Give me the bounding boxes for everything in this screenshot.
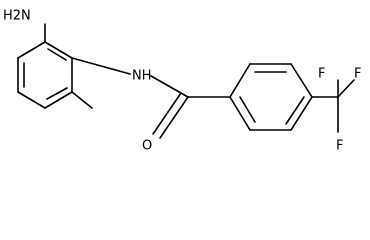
bond-right-ring-f (229, 96, 251, 131)
bond-left-ring-to-nh (71, 57, 131, 75)
bond-cf3-f-top-right (337, 79, 355, 98)
bond-right-ring-a (229, 63, 251, 98)
bond-ring-d (44, 91, 73, 109)
structure-diagram: H2N NH O F F F (3, 9, 361, 154)
bond-methyl (71, 91, 93, 109)
right-benzene-ring (229, 63, 313, 131)
structure-svg: H2N NH O F F F (3, 9, 361, 154)
bond-right-ring-c (290, 63, 313, 98)
bond-ring-inner-b (46, 87, 68, 100)
atom-label-fluorine-top-left: F (318, 67, 325, 82)
bond-right-ring-inner-b (285, 96, 305, 125)
bond-nh-to-carbonyl-carbon (150, 75, 189, 98)
bond-right-ring-inner-c (239, 96, 256, 123)
bond-ring-a (17, 41, 46, 59)
bond-right-ring-d (290, 96, 313, 131)
atom-label-amide-nh: NH (132, 69, 152, 84)
atom-label-carbonyl-oxygen: O (142, 139, 152, 154)
bond-ring-inner-c (47, 48, 67, 61)
bond-carbonyl-inner (152, 92, 182, 135)
left-benzene-ring (17, 41, 73, 109)
bond-ring-f (44, 41, 73, 59)
atom-label-fluorine-bottom: F (336, 139, 343, 154)
bond-carbonyl-outer (159, 96, 189, 139)
bond-ring-c (17, 91, 46, 109)
atom-label-fluorine-top-right: F (354, 67, 361, 82)
atom-label-amine: H2N (3, 9, 31, 24)
